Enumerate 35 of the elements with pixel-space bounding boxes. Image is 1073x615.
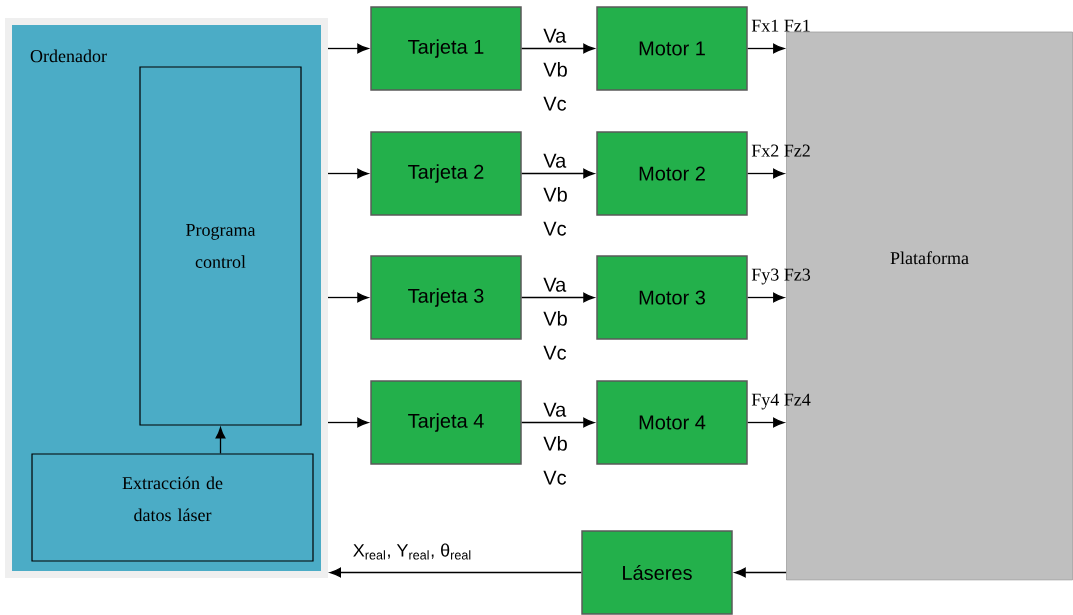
arrow <box>521 292 595 303</box>
arrow <box>747 417 785 428</box>
arrow <box>747 168 785 179</box>
process-box: Láseres <box>581 530 733 615</box>
arrow <box>734 567 787 578</box>
arrow <box>521 43 595 54</box>
process-box: Motor 3 <box>596 255 748 340</box>
edge-label: X$_{real}$, Y$_{real}$, θ$_{real}$ <box>353 543 471 560</box>
arrow <box>327 43 369 54</box>
arrow <box>215 427 226 455</box>
process-box: Extracción de datos láser <box>31 453 314 562</box>
edge-label: Fx2 Fz2 <box>751 144 810 157</box>
arrow <box>327 417 369 428</box>
process-box: Tarjeta 1 <box>370 6 522 91</box>
process-box: Tarjeta 2 <box>370 131 522 216</box>
edge-label: Va Vb Vc <box>543 28 567 111</box>
arrow <box>521 168 595 179</box>
arrow <box>747 292 785 303</box>
edge-label: Va Vb Vc <box>543 402 567 485</box>
process-box: Tarjeta 4 <box>370 380 522 465</box>
program-box: Programa control <box>139 66 302 426</box>
edge-label: Fx1 Fz1 <box>751 19 810 32</box>
arrow <box>327 168 369 179</box>
process-box: Motor 2 <box>596 131 748 216</box>
process-box: Motor 1 <box>596 6 748 91</box>
edge-label: Fy4 Fz4 <box>751 393 811 410</box>
process-box: Motor 4 <box>596 380 748 465</box>
edge-label: Fy3 Fz3 <box>751 268 811 285</box>
edge-label: Va Vb Vc <box>543 277 567 360</box>
arrow <box>329 567 582 578</box>
process-box: Tarjeta 3 <box>370 255 522 340</box>
arrow <box>521 417 595 428</box>
edge-label: Va Vb Vc <box>543 153 567 236</box>
arrow <box>327 292 369 303</box>
arrow <box>747 43 785 54</box>
